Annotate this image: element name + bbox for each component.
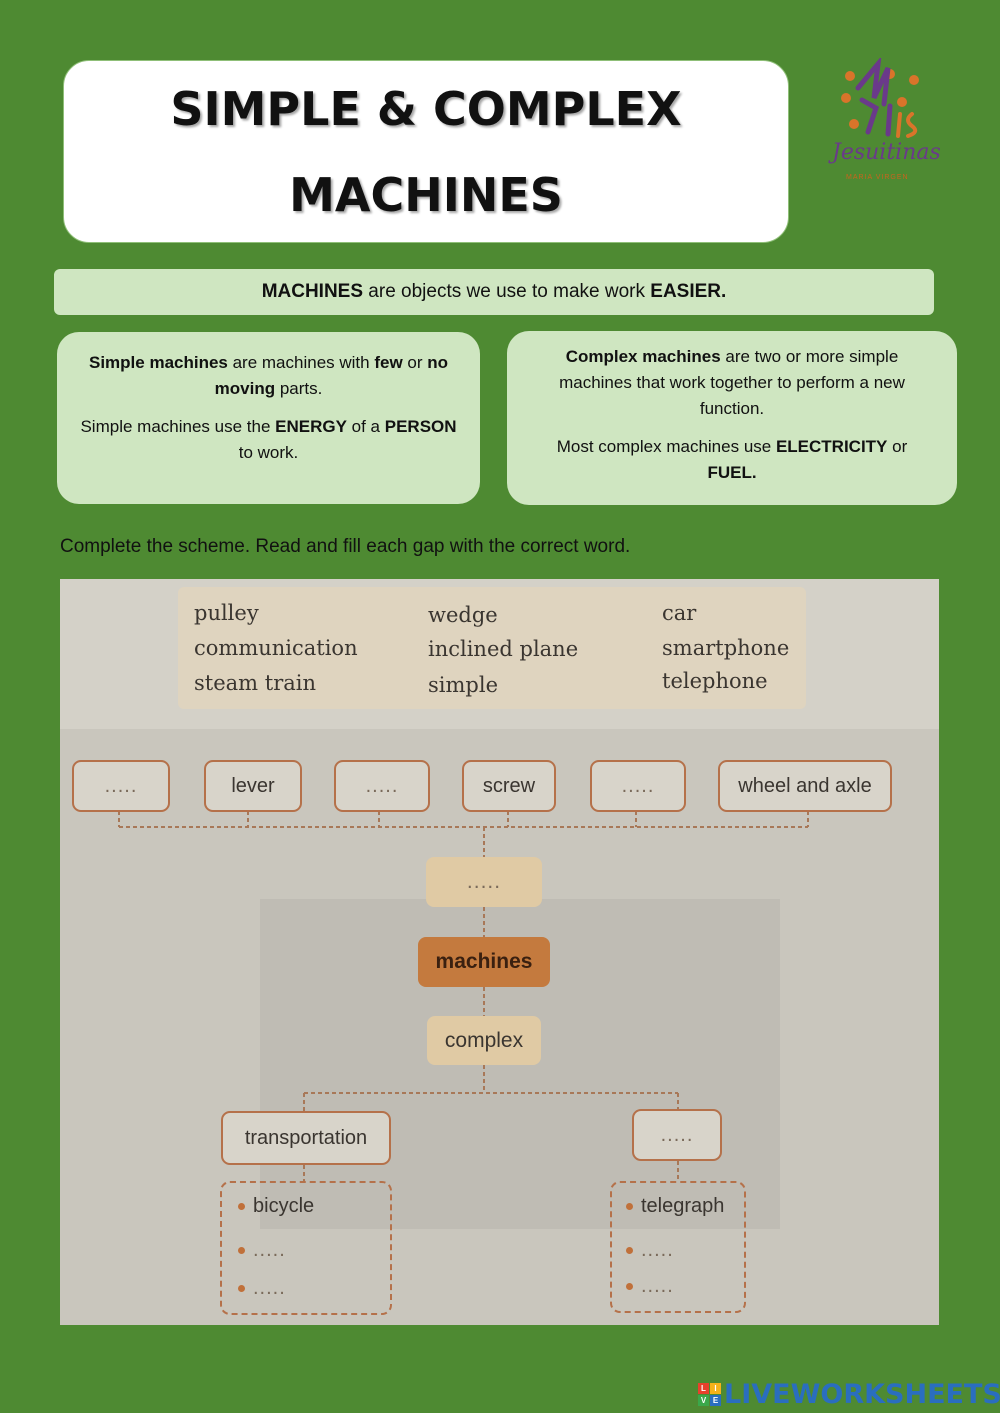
complex-text: Most complex machines use	[556, 437, 776, 456]
complex-text: are two or more simple machines that wor…	[559, 347, 905, 418]
transportation-list	[220, 1181, 392, 1315]
icon-letter: I	[710, 1382, 721, 1394]
machines-box: machines	[418, 937, 550, 987]
gap-text: .....	[253, 1239, 286, 1261]
simple-text: Simple machines use the	[80, 417, 276, 436]
communication-list	[610, 1181, 746, 1313]
simple-text: of a	[346, 417, 385, 436]
banner-bold-1: MACHINES	[261, 281, 364, 302]
school-logo: Jesuitinas MARIA VIRGEN	[828, 55, 946, 188]
word-bank-item: communication	[194, 636, 358, 660]
simple-card-paragraph-2: Simple machines use the ENERGY of a PERS…	[75, 414, 462, 466]
gap-text: .....	[253, 1277, 286, 1299]
simple-bold-person: PERSON	[384, 417, 457, 436]
gap-text: .....	[104, 774, 138, 797]
simple-term: Simple machines	[88, 353, 228, 372]
gap-box[interactable]: .....	[72, 760, 170, 812]
gap-text: .....	[621, 774, 655, 797]
word-bank: pulley communication steam train wedge i…	[178, 587, 806, 709]
simple-bold-no-moving: no moving	[214, 353, 449, 398]
simple-text: to work.	[238, 443, 299, 462]
title-line-1: SIMPLE & COMPLEX	[170, 81, 682, 136]
complex-text: or	[887, 437, 908, 456]
complex-card-paragraph-2: Most complex machines use ELECTRICITY or…	[535, 434, 929, 486]
word-bank-item: inclined plane	[428, 637, 579, 661]
gap-text: .....	[641, 1275, 674, 1297]
scheme-box-label: screw	[482, 774, 536, 797]
gap-text: .....	[466, 870, 502, 893]
gap-text: .....	[365, 774, 399, 797]
simple-text: are machines with	[227, 353, 375, 372]
banner-text-1: are objects we use to make work	[363, 281, 651, 302]
simple-bold-few: few	[374, 353, 403, 372]
complex-card-paragraph-1: Complex machines are two or more simple …	[535, 344, 929, 422]
list-item[interactable]: .....	[626, 1275, 674, 1298]
scheme-box-label: transportation	[244, 1126, 368, 1149]
title-line-2: MACHINES	[289, 167, 563, 222]
list-item-text: telegraph	[641, 1195, 725, 1217]
simple-card-paragraph-1: Simple machines are machines with few or…	[75, 350, 462, 402]
gap-box[interactable]: .....	[590, 760, 686, 812]
list-item: telegraph	[626, 1195, 724, 1218]
logo-sub-text: MARIA VIRGEN	[846, 174, 909, 181]
scheme-box-screw: screw	[462, 760, 556, 812]
title-box: SIMPLE & COMPLEX MACHINES	[63, 60, 789, 243]
icon-letter: V	[698, 1394, 709, 1406]
gap-text: .....	[641, 1239, 674, 1261]
gap-text: .....	[660, 1123, 694, 1146]
scheme-box-transportation: transportation	[221, 1111, 391, 1165]
simple-machines-card: Simple machines are machines with few or…	[57, 332, 480, 504]
simple-bold-energy: ENERGY	[275, 417, 347, 436]
complex-bold-fuel: FUEL.	[707, 463, 757, 482]
liveworksheets-text: LIVEWORKSHEETS	[724, 1378, 1000, 1410]
complex-machines-card: Complex machines are two or more simple …	[507, 331, 957, 505]
word-bank-item: pulley	[194, 601, 259, 625]
list-item[interactable]: .....	[238, 1277, 286, 1300]
simple-text: or	[402, 353, 428, 372]
word-bank-item: wedge	[428, 603, 498, 627]
word-bank-item: steam train	[194, 671, 316, 695]
complex-box: complex	[427, 1016, 541, 1065]
list-item[interactable]: .....	[238, 1239, 286, 1262]
complex-bold-electricity: ELECTRICITY	[775, 437, 888, 456]
word-bank-item: telephone	[662, 669, 768, 693]
simple-text: parts.	[275, 379, 323, 398]
scheme-image: pulley communication steam train wedge i…	[60, 579, 939, 1325]
instruction-text: Complete the scheme. Read and fill each …	[60, 536, 631, 557]
liveworksheets-icon: L I V E	[698, 1382, 721, 1406]
scheme-box-label: lever	[231, 774, 275, 797]
icon-letter: E	[710, 1394, 721, 1406]
scheme-box-lever: lever	[204, 760, 302, 812]
banner-bold-2: EASIER.	[650, 281, 727, 302]
logo-mark-icon	[841, 55, 919, 138]
scheme-box-label: wheel and axle	[738, 774, 872, 797]
list-item: bicycle	[238, 1195, 314, 1218]
word-bank-item: car	[662, 601, 697, 625]
word-bank-item: smartphone	[662, 636, 790, 660]
simple-gap-box[interactable]: .....	[426, 857, 542, 907]
icon-letter: L	[698, 1382, 709, 1394]
definition-banner: MACHINES are objects we use to make work…	[54, 269, 934, 315]
word-bank-item: simple	[428, 673, 498, 697]
list-item-text: bicycle	[253, 1195, 315, 1217]
gap-box[interactable]: .....	[632, 1109, 722, 1161]
liveworksheets-logo[interactable]: L I V E LIVEWORKSHEETS	[698, 1376, 1000, 1412]
scheme-box-wheel-and-axle: wheel and axle	[718, 760, 892, 812]
list-item[interactable]: .....	[626, 1239, 674, 1262]
complex-term: Complex machines	[565, 347, 721, 366]
gap-box[interactable]: .....	[334, 760, 430, 812]
scheme-connectors	[118, 811, 809, 1181]
logo-script-text: Jesuitinas	[832, 140, 941, 165]
